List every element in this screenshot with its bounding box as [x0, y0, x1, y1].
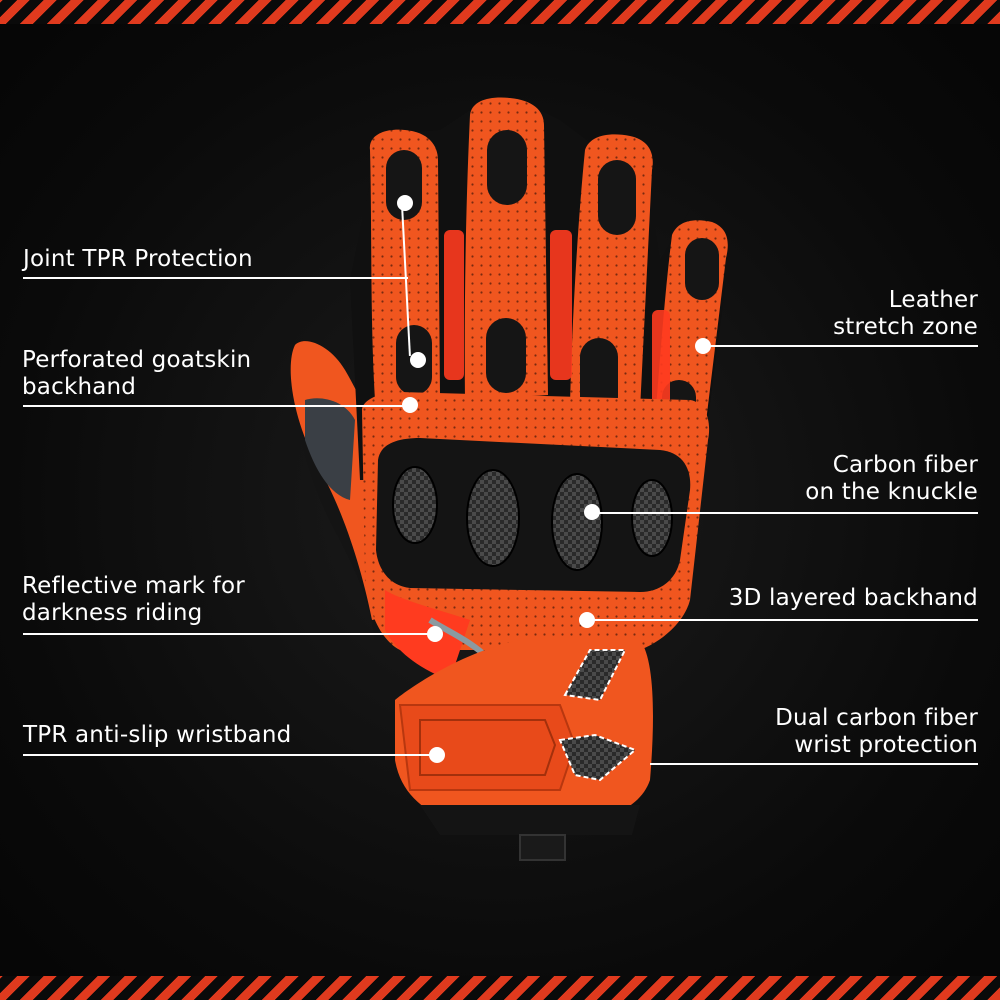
callout-wristband: TPR anti-slip wristband	[23, 722, 292, 748]
dot-wristband	[429, 747, 445, 763]
leader-joint-tpr	[23, 277, 408, 279]
bottom-hazard-stripe	[0, 976, 1000, 1000]
leader-goatskin	[23, 405, 408, 407]
leader-wrist-carbon	[650, 763, 978, 765]
top-hazard-stripe	[0, 0, 1000, 24]
callout-reflective: Reflective mark for darkness riding	[22, 573, 245, 626]
dot-reflective	[427, 626, 443, 642]
callout-joint-tpr: Joint TPR Protection	[23, 246, 253, 272]
leader-carbon-knuckle	[592, 512, 978, 514]
dot-goatskin	[402, 397, 418, 413]
callout-leather: Leather stretch zone	[833, 287, 978, 340]
leader-leather	[705, 345, 978, 347]
callout-carbon-knuckle: Carbon fiber on the knuckle	[805, 452, 978, 505]
dot-joint-tpr-lower	[410, 352, 426, 368]
dot-layered	[579, 612, 595, 628]
callout-goatskin: Perforated goatskin backhand	[22, 347, 252, 400]
leader-reflective	[23, 633, 433, 635]
dot-joint-tpr-upper	[397, 195, 413, 211]
callout-layered: 3D layered backhand	[728, 585, 978, 611]
leader-wristband	[23, 754, 433, 756]
dot-leather	[695, 338, 711, 354]
leader-layered	[588, 619, 978, 621]
middle-finger	[464, 97, 548, 400]
dot-carbon-knuckle	[584, 504, 600, 520]
knuckle-guard	[376, 438, 691, 592]
callout-wrist-carbon: Dual carbon fiber wrist protection	[775, 705, 978, 758]
